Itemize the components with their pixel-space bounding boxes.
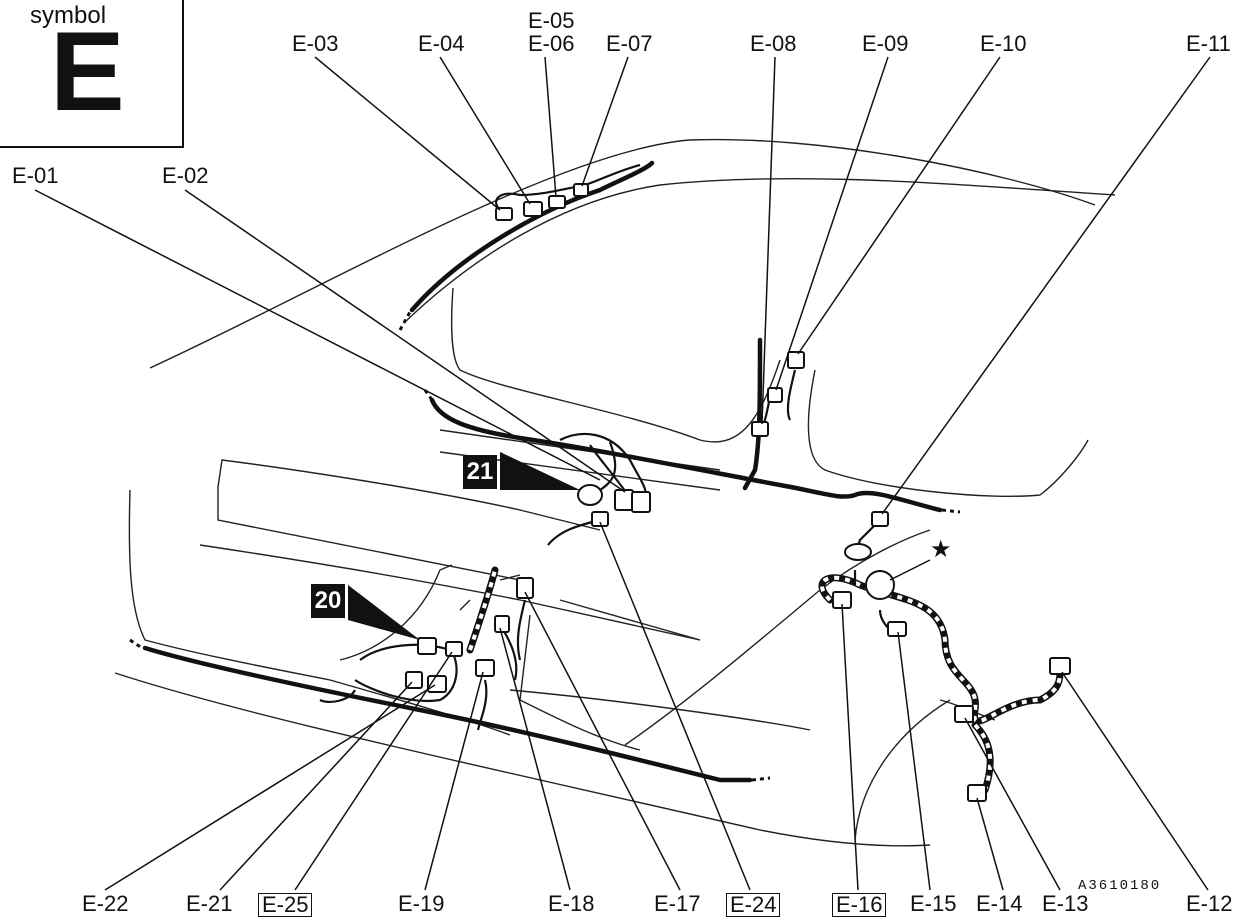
harness-ends [129, 311, 961, 782]
connector-e13 [954, 705, 974, 723]
label-e09: E-09 [862, 31, 909, 56]
label-e16: E-16 [832, 893, 887, 917]
connector-e06 [548, 195, 566, 209]
connector-e09 [767, 387, 783, 403]
callout-badge-21: 21 [463, 455, 497, 489]
label-e25: E-25 [258, 893, 313, 917]
label-e24: E-24 [726, 893, 781, 917]
star-point-circle [865, 570, 895, 600]
symbol-letter: E [50, 9, 125, 134]
label-e21: E-21 [186, 891, 233, 916]
label-e10: E-10 [980, 31, 1027, 56]
label-e02: E-02 [162, 163, 209, 188]
callout-arrow-21 [500, 452, 580, 490]
connector-e08 [751, 421, 769, 437]
label-e14: E-14 [976, 891, 1023, 916]
label-e19: E-19 [398, 891, 445, 916]
label-e03: E-03 [292, 31, 339, 56]
connector-e18 [494, 615, 510, 633]
connector-e19 [475, 659, 495, 677]
connector-e25 [445, 641, 463, 657]
connector-e02-b [631, 491, 651, 513]
striped-harness-outer [466, 566, 1064, 794]
label-e18: E-18 [548, 891, 595, 916]
striped-harness-inner [468, 569, 1062, 791]
label-e08: E-08 [750, 31, 797, 56]
connector-grommet-20 [417, 637, 437, 655]
connector-e24 [591, 511, 609, 527]
label-e15: E-15 [910, 891, 957, 916]
label-e01: E-01 [12, 163, 59, 188]
connector-e17 [516, 577, 534, 599]
callout-arrow-20 [348, 585, 420, 640]
connector-e11 [871, 511, 889, 527]
label-e05: E-05 [528, 8, 575, 33]
connector-e04 [523, 201, 543, 217]
symbol-caption: symbol [30, 2, 107, 29]
label-e22: E-22 [82, 891, 129, 916]
connectors [405, 183, 1071, 802]
star-marker: ★ [930, 536, 952, 563]
connector-e02-a [614, 489, 634, 511]
connector-e14 [967, 784, 987, 802]
callout-arrows [348, 452, 580, 640]
grommet-21 [577, 484, 603, 506]
connector-e10 [787, 351, 805, 369]
label-e13: E-13 [1042, 891, 1089, 916]
label-e12: E-12 [1186, 891, 1233, 916]
label-e17: E-17 [654, 891, 701, 916]
branch-wires [319, 163, 896, 731]
callout-badge-20: 20 [311, 584, 345, 618]
leader-lines [34, 56, 1211, 891]
connector-e03 [495, 207, 513, 221]
connector-e15 [887, 621, 907, 637]
label-e06: E-06 [528, 31, 575, 56]
grommet-e11 [844, 543, 872, 561]
symbol-box: symbol E [0, 0, 184, 148]
connector-e12 [1049, 657, 1071, 675]
figure-code: A3610180 [1078, 878, 1162, 894]
connector-e07 [573, 183, 589, 197]
label-e04: E-04 [418, 31, 465, 56]
label-e11: E-11 [1186, 31, 1231, 56]
label-e07: E-07 [606, 31, 653, 56]
